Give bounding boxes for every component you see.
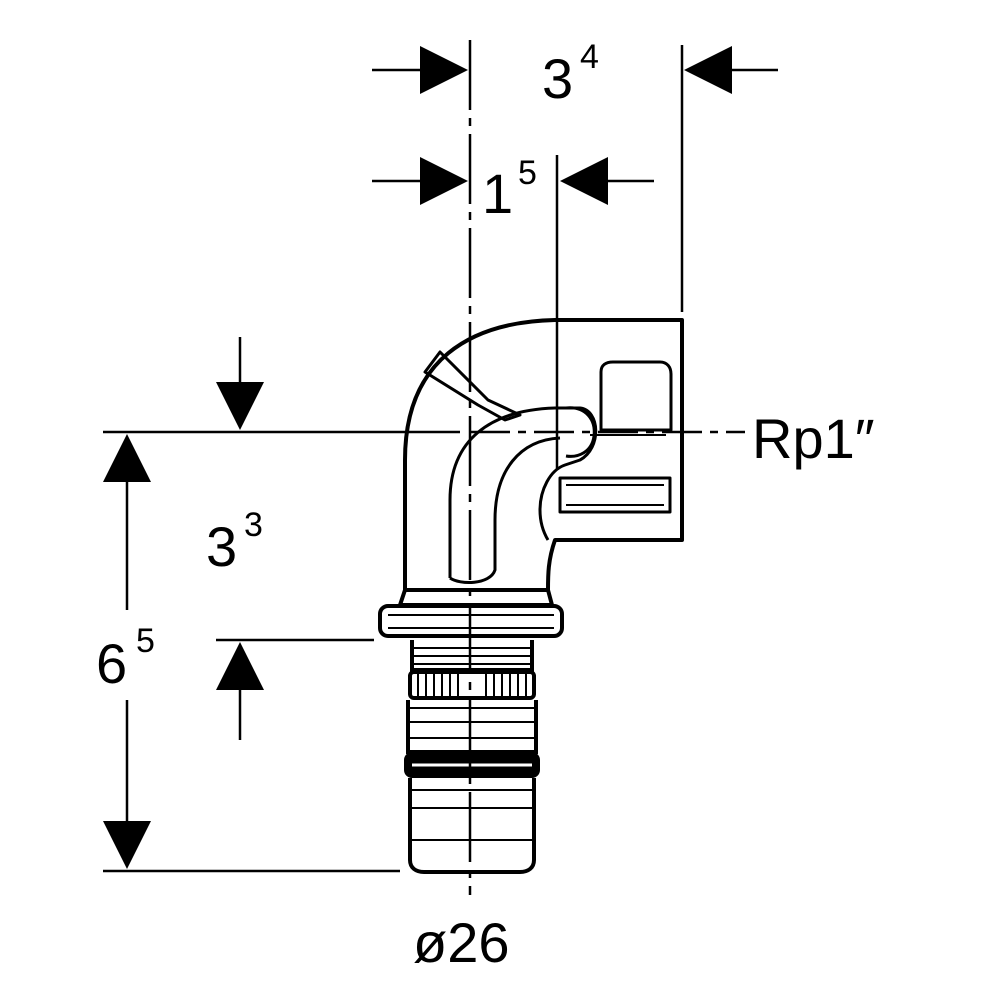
arrow-left-icon <box>560 157 608 205</box>
dimension-top-width: 3 4 <box>372 38 778 110</box>
elbow-inner-passage <box>449 436 561 584</box>
dim-total-height-main: 6 <box>96 632 127 695</box>
thread-pocket <box>599 360 673 432</box>
arrow-down-icon <box>216 382 264 430</box>
dim-upper-height-sup: 3 <box>244 506 263 544</box>
pipe-sleeve <box>404 640 540 874</box>
arrow-up-icon <box>103 434 151 482</box>
elbow-fitting <box>403 318 684 592</box>
knurled-ring <box>408 670 536 700</box>
dimension-total-height: 6 5 <box>96 434 400 873</box>
elbow-marker-tab <box>423 350 522 422</box>
dimension-offset-width: 1 5 <box>372 154 654 225</box>
thread-inner-lines <box>566 434 666 506</box>
dim-top-width-sup: 4 <box>580 38 599 76</box>
dim-top-width-main: 3 <box>542 47 573 110</box>
thread-pocket-side <box>558 476 672 514</box>
diameter-label: ø26 <box>413 911 510 974</box>
dim-total-height-sup: 5 <box>136 622 155 660</box>
center-lines <box>468 40 745 895</box>
arrow-left-icon <box>684 46 732 94</box>
bore-ring <box>565 406 596 458</box>
knurl-pattern <box>417 674 527 696</box>
elbow-inner-bore <box>448 406 598 578</box>
dim-offset-width-main: 1 <box>482 162 513 225</box>
arrow-right-icon <box>420 46 468 94</box>
collar-neck <box>397 589 555 607</box>
sleeve-tip <box>408 778 536 874</box>
sleeve-tip-lines <box>412 789 532 841</box>
thread-label: Rp1″ <box>752 407 875 470</box>
arrow-down-icon <box>103 821 151 869</box>
arrow-up-icon <box>216 642 264 690</box>
sleeve-body-lines <box>410 707 534 739</box>
dim-upper-height-main: 3 <box>206 515 237 578</box>
sleeve-grip-lines <box>414 647 530 665</box>
arrow-right-icon <box>420 157 468 205</box>
elbow-outer-contour <box>403 318 684 592</box>
dimension-upper-height: 3 3 <box>103 337 460 740</box>
dim-offset-width-sup: 5 <box>518 154 537 192</box>
